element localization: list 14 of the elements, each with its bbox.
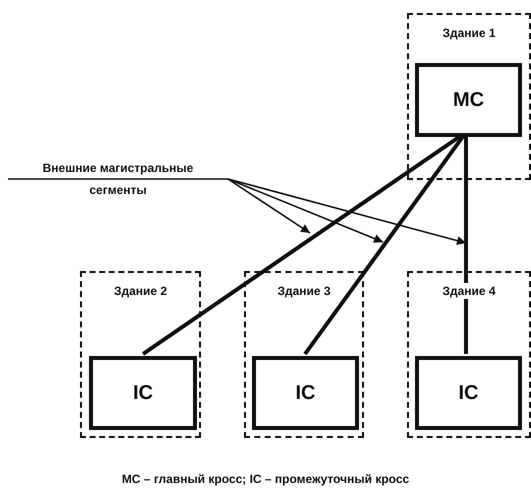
leader-arrow (228, 178, 466, 245)
callout-text: Внешние магистральные сегменты (8, 157, 228, 201)
cross-connect-box: МС (415, 63, 522, 137)
building-boundary (244, 271, 364, 438)
building-boundary (407, 271, 531, 438)
cross-connect-box: IC (89, 356, 197, 430)
caption: МС – главный кросс; IC – промежуточный кросс (120, 472, 410, 486)
leader-arrow (228, 178, 310, 234)
leader-arrow (228, 178, 384, 243)
cross-connect-box: IC (415, 356, 522, 430)
cross-connect-box: IC (252, 356, 359, 430)
backbone-cable (464, 135, 468, 354)
building-boundary (80, 271, 201, 438)
building-boundary (407, 13, 531, 180)
